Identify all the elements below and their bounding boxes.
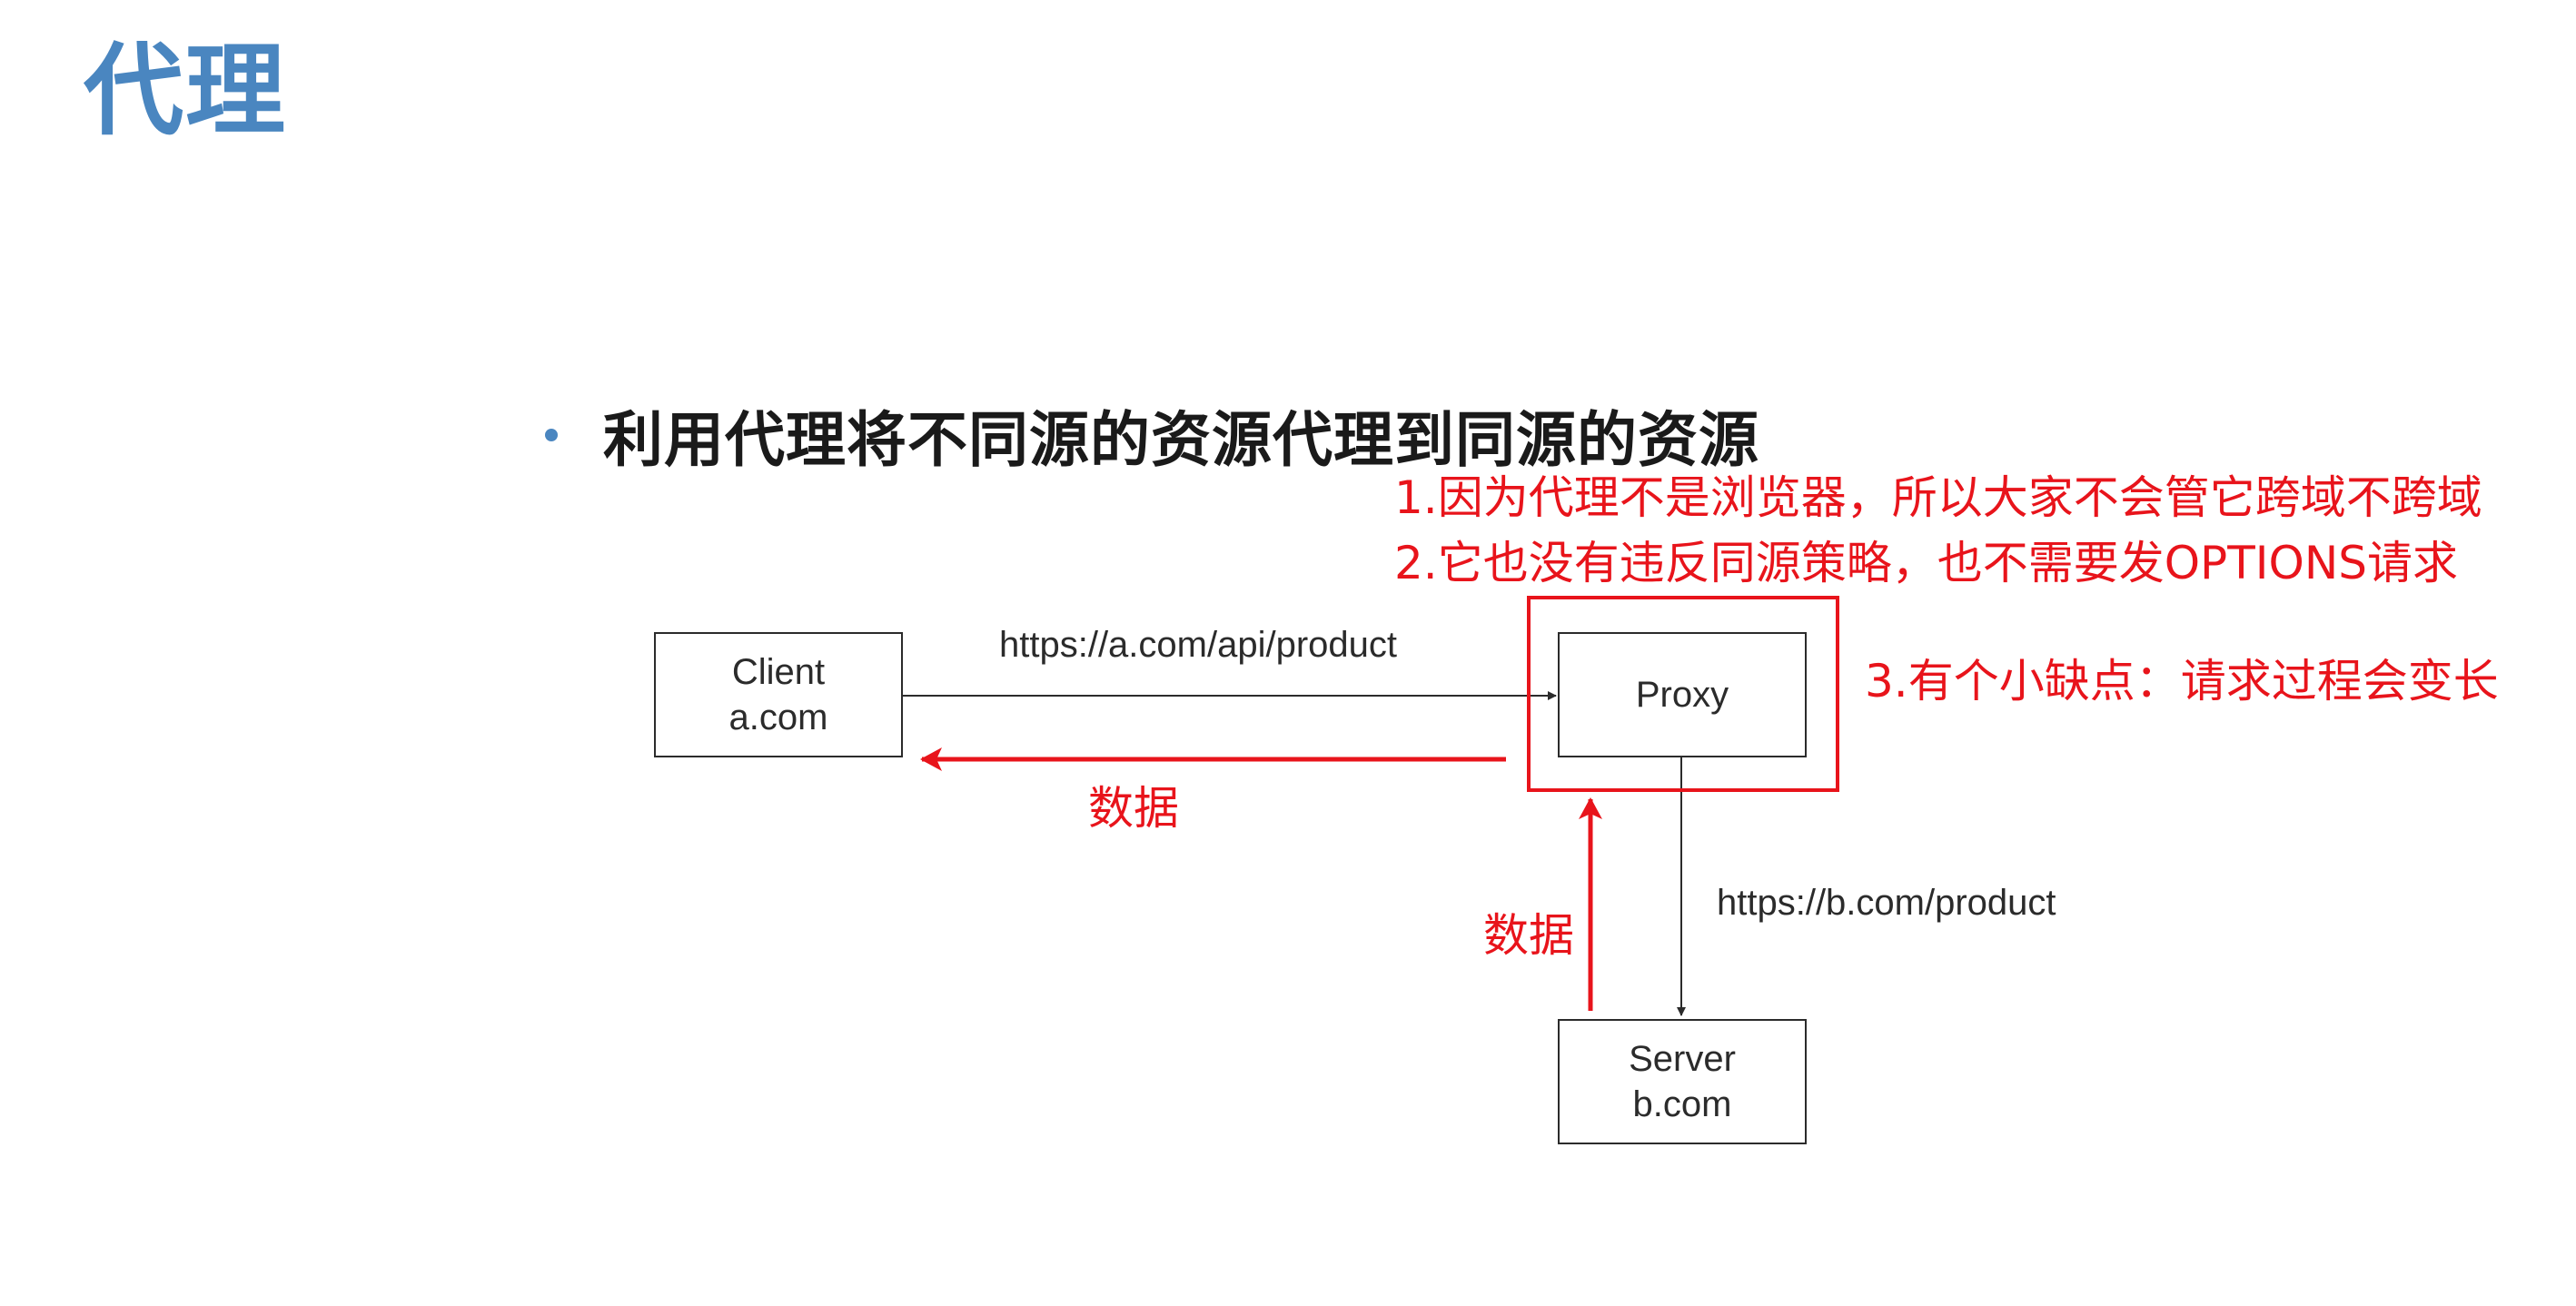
url-label-client-to-proxy: https://a.com/api/product [999, 625, 1398, 665]
bullet-text: 利用代理将不同源的资源代理到同源的资源 [603, 405, 1759, 475]
annotation-note-3: 3.有个小缺点：请求过程会变长 [1865, 655, 2499, 707]
data-label-response-to-client: 数据 [1088, 782, 1179, 835]
proxy-node: Proxy [1558, 632, 1807, 757]
client-node-domain: a.com [728, 698, 828, 737]
data-label-response-to-proxy: 数据 [1483, 909, 1574, 962]
annotation-note-1: 1.因为代理不是浏览器，所以大家不会管它跨域不跨域 [1394, 471, 2482, 524]
server-node: Server b.com [1558, 1019, 1807, 1144]
bullet-item: 利用代理将不同源的资源代理到同源的资源 [545, 394, 1759, 476]
url-label-proxy-to-server: https://b.com/product [1717, 883, 2056, 923]
bullet-dot-icon [545, 429, 558, 441]
slide-title: 代理 [84, 33, 287, 149]
server-node-label: Server [1629, 1039, 1736, 1079]
proxy-node-label: Proxy [1635, 675, 1729, 715]
server-node-domain: b.com [1632, 1084, 1732, 1124]
client-node-label: Client [731, 652, 826, 692]
proxy-highlight-frame [1527, 596, 1839, 792]
client-node: Client a.com [654, 632, 903, 757]
annotation-note-2: 2.它也没有违反同源策略，也不需要发OPTIONS请求 [1394, 537, 2458, 589]
